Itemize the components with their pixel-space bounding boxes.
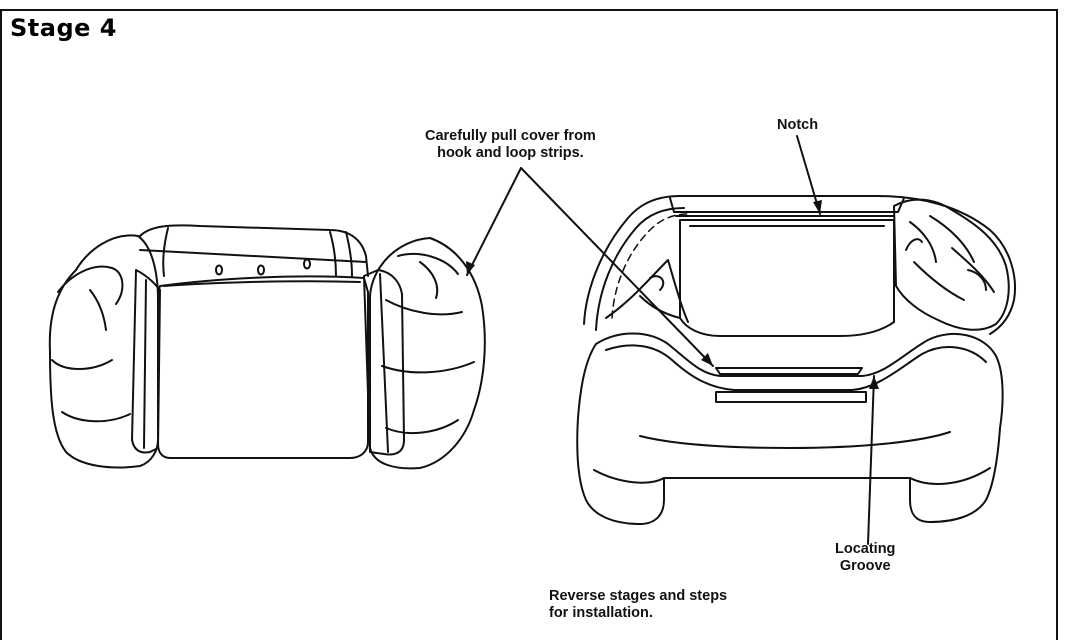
reverse-stages-note: Reverse stages and steps for installatio… [549, 588, 728, 621]
notch-callout: Notch [777, 117, 819, 133]
right-seat-drawing [576, 195, 1016, 525]
left-seat-drawing [48, 224, 486, 470]
locating-groove-callout: Locating Groove [835, 541, 896, 574]
arrowheads [466, 200, 879, 389]
pull-cover-callout: Carefully pull cover from hook and loop … [425, 128, 596, 161]
stage-title: Stage 4 [10, 14, 117, 42]
callout-leaders [466, 135, 875, 545]
